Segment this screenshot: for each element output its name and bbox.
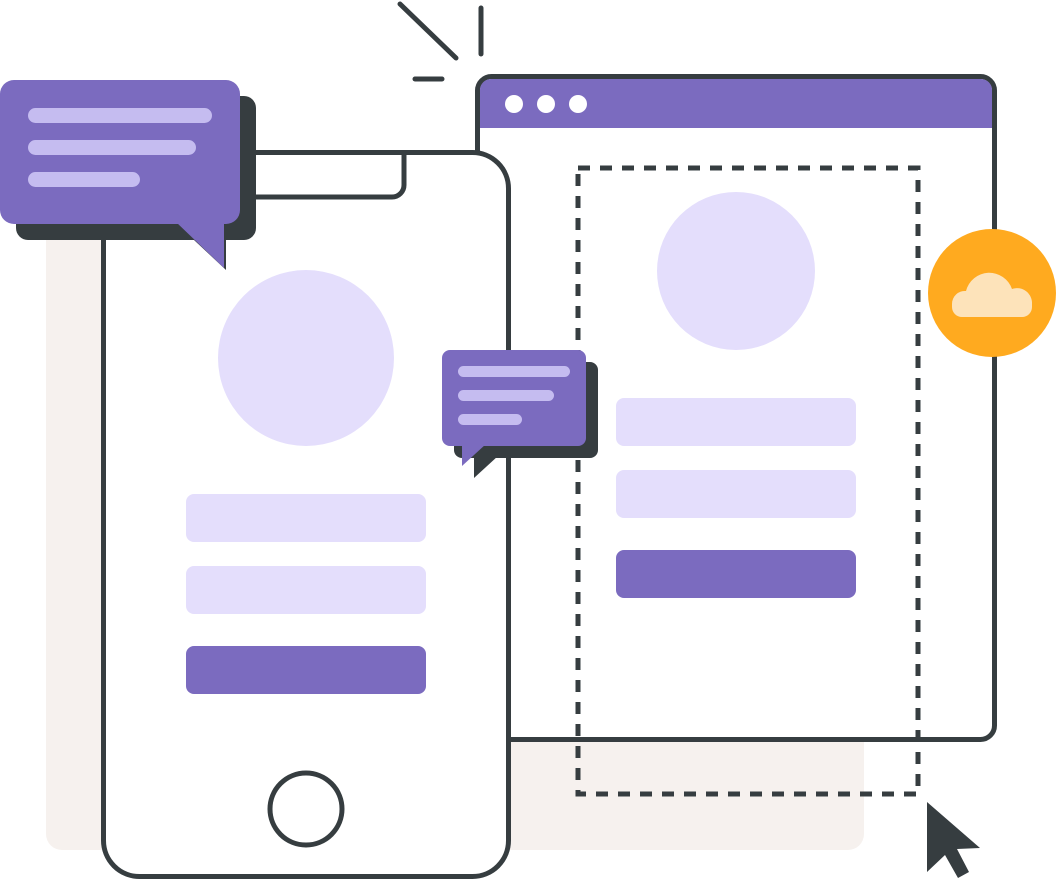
cloud-icon: [928, 229, 1056, 357]
field-placeholder: [616, 470, 856, 518]
chat-bubble-icon: [0, 80, 256, 270]
window-dot-icon: [537, 95, 555, 113]
avatar-placeholder: [218, 270, 394, 446]
sparkle-icon: [397, 1, 484, 82]
field-placeholder: [186, 566, 426, 614]
button-placeholder: [616, 550, 856, 598]
field-placeholder: [186, 494, 426, 542]
button-placeholder: [186, 646, 426, 694]
cursor-icon: [927, 802, 980, 878]
home-button-icon: [267, 770, 345, 848]
browser-window: [475, 74, 997, 742]
avatar-placeholder: [657, 192, 815, 350]
window-dot-icon: [505, 95, 523, 113]
field-placeholder: [616, 398, 856, 446]
window-dot-icon: [569, 95, 587, 113]
chat-bubble-icon: [442, 350, 598, 478]
phone: [101, 150, 511, 879]
